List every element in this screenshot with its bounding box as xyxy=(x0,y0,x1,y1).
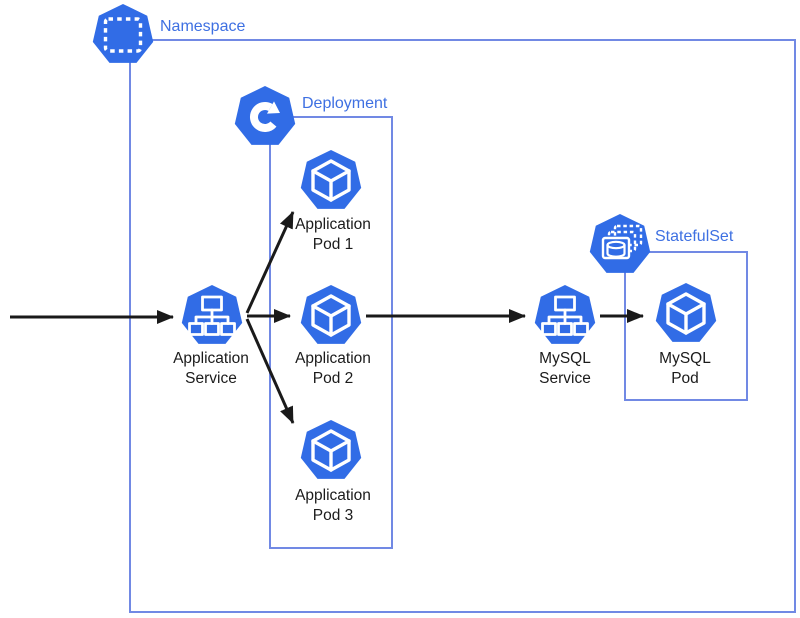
application-pod-3-label: Application Pod 3 xyxy=(268,486,398,525)
namespace-icon xyxy=(93,4,153,63)
application-pod-2-label: Application Pod 2 xyxy=(268,349,398,388)
application-pod-2-icon xyxy=(301,285,361,344)
application-pod-1-label-line1: Application xyxy=(295,216,371,233)
mysql-pod-label-line1: MySQL xyxy=(659,350,711,367)
namespace-label: Namespace xyxy=(160,18,246,35)
deployment-icon xyxy=(235,86,295,145)
application-pod-2-label-line2: Pod 2 xyxy=(312,369,354,387)
application-pod-1-label-line2: Pod 1 xyxy=(312,235,354,253)
application-service-label-line1: Application xyxy=(173,350,249,367)
application-service-icon xyxy=(182,285,242,344)
application-pod-3-icon xyxy=(301,420,361,479)
namespace-boundary-box xyxy=(129,39,796,613)
application-pod-2-label-line1: Application xyxy=(295,350,371,367)
application-service-label: Application Service xyxy=(146,349,276,388)
arrow-app-service-to-pod1 xyxy=(245,211,295,314)
application-pod-3-label-line1: Application xyxy=(295,487,371,504)
statefulset-boundary-box xyxy=(624,251,748,401)
application-service-label-line2: Service xyxy=(185,369,237,387)
mysql-service-label: MySQL Service xyxy=(500,349,630,388)
application-pod-1-icon xyxy=(301,150,361,209)
deployment-label: Deployment xyxy=(302,95,388,112)
deployment-boundary-box xyxy=(269,116,393,549)
mysql-pod-label-line2: Pod xyxy=(671,369,699,387)
application-pod-1-label: Application Pod 1 xyxy=(268,215,398,254)
statefulset-label: StatefulSet xyxy=(655,228,734,245)
arrow-app-service-to-pod3 xyxy=(245,318,295,424)
application-pod-3-label-line2: Pod 3 xyxy=(312,506,354,524)
mysql-pod-label: MySQL Pod xyxy=(620,349,750,388)
mysql-service-icon xyxy=(535,285,595,344)
mysql-service-label-line2: Service xyxy=(539,369,591,387)
mysql-pod-icon xyxy=(656,283,716,342)
statefulset-icon xyxy=(590,214,650,273)
mysql-service-label-line1: MySQL xyxy=(539,350,591,367)
